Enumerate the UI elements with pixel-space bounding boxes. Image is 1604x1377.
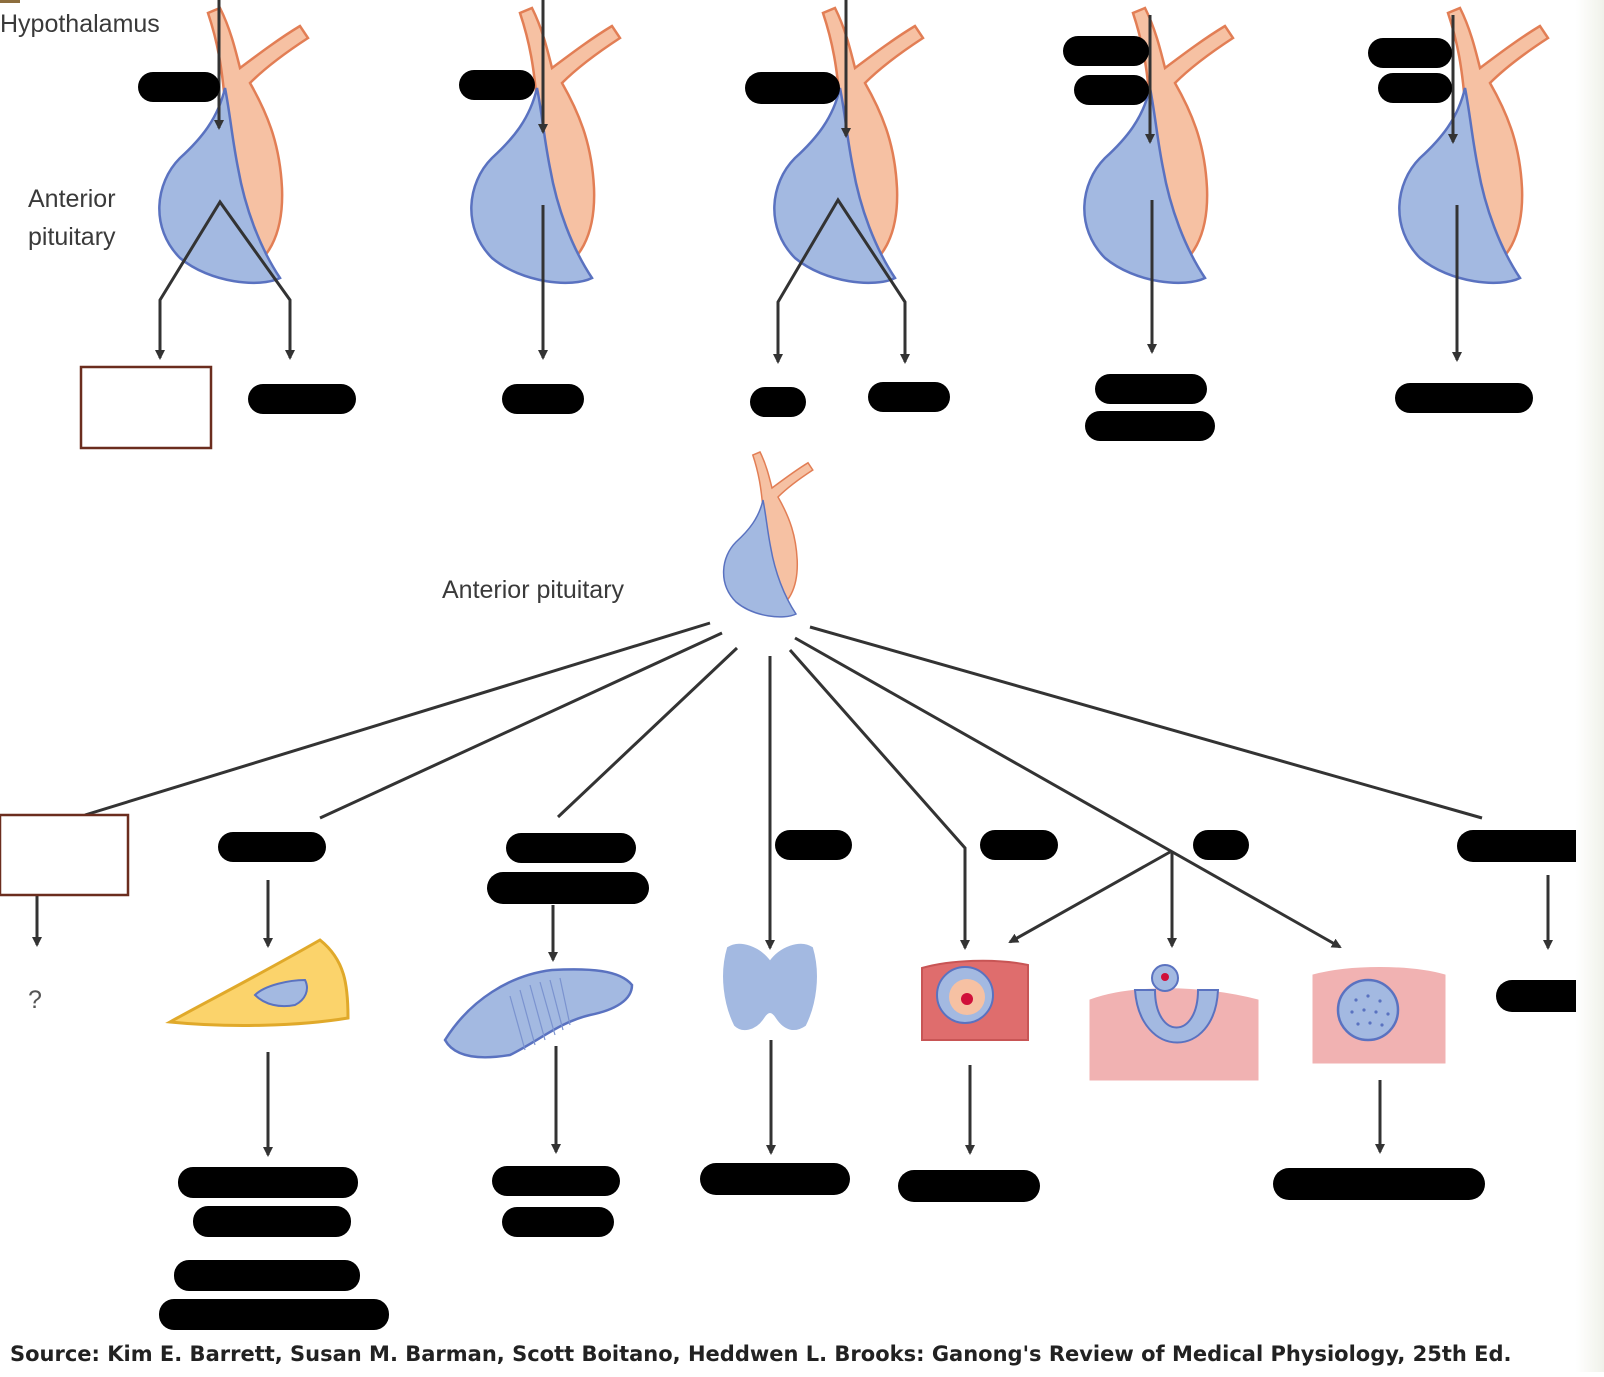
redaction-bar <box>1193 830 1249 860</box>
redaction-bar <box>506 833 636 863</box>
pituitary-gland-icon <box>773 6 925 285</box>
redaction-bar <box>700 1163 850 1195</box>
redaction-bar <box>1457 830 1597 862</box>
top-panel-3 <box>773 0 925 364</box>
redaction-bar <box>218 832 326 862</box>
side-strip <box>1576 0 1604 1372</box>
answer-box[interactable] <box>79 365 213 450</box>
redaction-bar <box>1378 73 1452 103</box>
fibroblast-cell-icon <box>165 938 350 1027</box>
redaction-bar <box>1368 38 1452 68</box>
source-credit: Source: Kim E. Barrett, Susan M. Barman,… <box>10 1342 1512 1366</box>
testis-tubule-icon <box>1312 967 1446 1064</box>
top-panel-4 <box>1083 6 1235 354</box>
top-panel-2 <box>470 0 622 360</box>
hormone-lines <box>84 621 1483 950</box>
pituitary-gland-icon <box>722 451 814 618</box>
redaction-bar <box>248 384 356 414</box>
redaction-bar <box>502 1207 614 1237</box>
redaction-bar <box>1063 36 1149 66</box>
redaction-bar <box>980 830 1058 860</box>
thyroid-gland-icon <box>723 943 817 1031</box>
pituitary-gland-icon <box>470 6 622 285</box>
redaction-bar <box>138 72 220 102</box>
redaction-bar <box>193 1206 351 1237</box>
redaction-bar <box>750 387 806 417</box>
pituitary-label-line2: pituitary <box>28 223 116 251</box>
top-panel-5 <box>1398 6 1550 362</box>
redaction-bar <box>459 70 535 100</box>
redaction-bar <box>868 382 950 412</box>
redaction-bar <box>898 1170 1040 1202</box>
pituitary-gland-icon <box>158 6 310 285</box>
answer-box[interactable] <box>0 813 130 897</box>
ovarian-follicle-icon <box>921 959 1029 1041</box>
redaction-bar <box>775 830 852 860</box>
redaction-bar <box>1395 383 1533 413</box>
anterior-pituitary-label: Anterior pituitary <box>442 576 625 604</box>
redaction-bar <box>1095 374 1207 404</box>
central-pituitary <box>722 451 814 618</box>
redaction-bar <box>174 1260 360 1291</box>
muscle-tissue-icon <box>443 968 634 1059</box>
redaction-bar <box>745 72 840 104</box>
redaction-bar <box>492 1166 620 1196</box>
redaction-bar <box>178 1167 358 1198</box>
redaction-group-top <box>138 36 1533 441</box>
redaction-bar <box>1273 1168 1485 1200</box>
redaction-group-bottom <box>159 830 1604 1330</box>
top-panel-1 <box>155 0 310 360</box>
corner-mark <box>0 0 20 3</box>
redaction-bar <box>1074 75 1149 105</box>
redaction-bar <box>502 384 584 414</box>
unknown-effect-label: ? <box>28 986 42 1014</box>
anterior-label-line1: Anterior <box>28 185 116 213</box>
redaction-bar <box>487 872 649 904</box>
hypothalamus-label: Hypothalamus <box>0 10 160 38</box>
redaction-bar <box>159 1299 389 1330</box>
corpus-luteum-icon <box>1089 964 1259 1081</box>
redaction-bar <box>1085 411 1215 441</box>
